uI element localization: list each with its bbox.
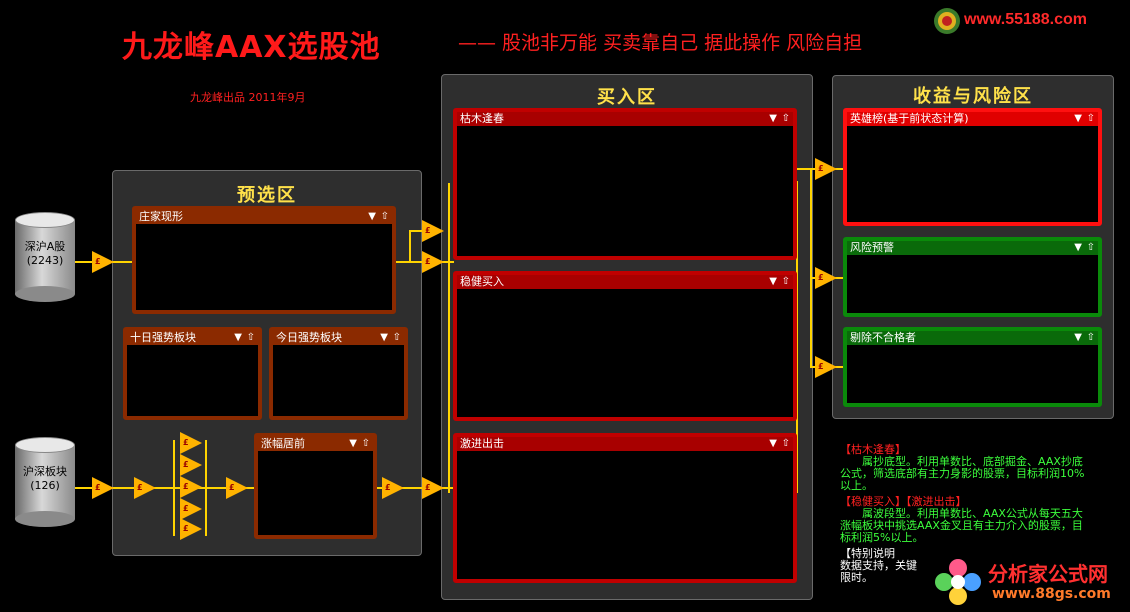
- filter-gate-icon: £: [422, 477, 444, 499]
- up-arrow-icon[interactable]: ⇧: [1086, 242, 1095, 253]
- site-logo-top[interactable]: www.55188.com: [930, 4, 1126, 38]
- connector-line: [448, 183, 450, 493]
- menu-icon[interactable]: ▼: [769, 438, 777, 449]
- panel-title: 十日强势板块: [127, 331, 258, 345]
- filter-gate-icon: £: [180, 454, 202, 476]
- filter-gate-icon: £: [180, 498, 202, 520]
- buy-zone-title: 买入区: [597, 87, 657, 108]
- source-a-shares-count: (2243): [26, 254, 64, 267]
- desc-tag-2: 【稳健买入】【激进出击】: [840, 495, 967, 508]
- connector-line: [376, 487, 454, 489]
- site-name-bottom: 分析家公式网: [988, 562, 1108, 586]
- filter-gate-icon: £: [134, 477, 156, 499]
- connector-line: [409, 230, 431, 232]
- panel-hero-board[interactable]: 英雄榜(基于前状态计算) ▼ ⇧: [843, 108, 1102, 226]
- menu-icon[interactable]: ▼: [1074, 242, 1082, 253]
- risk-zone-title: 收益与风险区: [913, 86, 1033, 107]
- desc-line: 涨幅板块中挑选AAX金叉且有主力介入的股票，目: [840, 519, 1083, 532]
- filter-gate-icon: £: [92, 477, 114, 499]
- panel-remove-unqualified[interactable]: 剔除不合格者 ▼ ⇧: [843, 327, 1102, 407]
- connector-line: [796, 181, 798, 493]
- menu-icon[interactable]: ▼: [1074, 113, 1082, 124]
- panel-title: 剔除不合格者: [847, 331, 1098, 345]
- panel-risk-warning[interactable]: 风险预警 ▼ ⇧: [843, 237, 1102, 317]
- source-sectors-count: (126): [30, 479, 60, 492]
- desc-line: 属抄底型。利用单数比、底部掘金、AAX抄底: [840, 455, 1083, 468]
- connector-line: [810, 168, 812, 368]
- panel-title: 激进出击: [457, 437, 793, 451]
- desc-line: 公式，筛选底部有主力身影的股票，目标利润10%: [840, 467, 1085, 480]
- source-sectors[interactable]: 沪深板块(126): [15, 437, 75, 529]
- filter-gate-icon: £: [226, 477, 248, 499]
- site-url-bottom[interactable]: www.88gs.com: [992, 586, 1111, 602]
- menu-icon[interactable]: ▼: [769, 276, 777, 287]
- panel-title: 英雄榜(基于前状态计算): [847, 112, 1098, 126]
- up-arrow-icon[interactable]: ⇧: [392, 332, 401, 343]
- preselect-zone-title: 预选区: [237, 185, 297, 206]
- up-arrow-icon[interactable]: ⇧: [1086, 113, 1095, 124]
- panel-title: 枯木逢春: [457, 112, 793, 126]
- page-title: 九龙峰AAX选股池: [122, 30, 381, 65]
- panel-title: 稳健买入: [457, 275, 793, 289]
- credit: 九龙峰出品 2011年9月: [190, 91, 306, 104]
- panel-steady-buy[interactable]: 稳健买入 ▼ ⇧: [453, 271, 797, 421]
- menu-icon[interactable]: ▼: [349, 438, 357, 449]
- up-arrow-icon[interactable]: ⇧: [781, 438, 790, 449]
- filter-gate-icon: £: [422, 220, 444, 242]
- site-url-top[interactable]: www.55188.com: [964, 11, 1088, 28]
- logo-swirl-icon: [934, 8, 960, 34]
- filter-gate-icon: £: [382, 477, 404, 499]
- source-a-shares[interactable]: 深沪A股(2243): [15, 212, 75, 304]
- menu-icon[interactable]: ▼: [380, 332, 388, 343]
- desc-line: 属波段型。利用单数比、AAX公式从每天五大: [840, 507, 1083, 520]
- filter-gate-icon: £: [92, 251, 114, 273]
- filter-gate-icon: £: [815, 267, 837, 289]
- panel-title: 风险预警: [847, 241, 1098, 255]
- panel-today-strong-sectors[interactable]: 今日强势板块 ▼ ⇧: [269, 327, 408, 420]
- connector-line: [205, 440, 207, 536]
- connector-line: [796, 168, 810, 170]
- panel-title: 庄家现形: [136, 210, 392, 224]
- special-note-title: 【特别说明: [840, 547, 895, 560]
- desc-line: 以上。: [840, 479, 873, 492]
- up-arrow-icon[interactable]: ⇧: [1086, 332, 1095, 343]
- filter-gate-icon: £: [815, 356, 837, 378]
- panel-dealer-revealed[interactable]: 庄家现形 ▼ ⇧: [132, 206, 396, 314]
- special-note-line: 限时。: [840, 571, 873, 584]
- connector-line: [75, 487, 255, 489]
- logo-flower-icon: [935, 559, 981, 605]
- filter-gate-icon: £: [422, 251, 444, 273]
- panel-ten-day-strong-sectors[interactable]: 十日强势板块 ▼ ⇧: [123, 327, 262, 420]
- strategy-descriptions: 【枯木逢春】 属抄底型。利用单数比、底部掘金、AAX抄底 公式，筛选底部有主力身…: [840, 444, 1084, 584]
- menu-icon[interactable]: ▼: [234, 332, 242, 343]
- desc-line: 标利润5%以上。: [840, 531, 924, 544]
- filter-gate-icon: £: [180, 518, 202, 540]
- panel-title: 涨幅居前: [258, 437, 373, 451]
- panel-title: 今日强势板块: [273, 331, 404, 345]
- connector-line: [409, 230, 411, 262]
- panel-top-gainers[interactable]: 涨幅居前 ▼ ⇧: [254, 433, 377, 539]
- up-arrow-icon[interactable]: ⇧: [781, 276, 790, 287]
- site-logo-bottom[interactable]: 分析家公式网 www.88gs.com: [932, 556, 1128, 610]
- filter-gate-icon: £: [180, 432, 202, 454]
- up-arrow-icon[interactable]: ⇧: [380, 211, 389, 222]
- menu-icon[interactable]: ▼: [769, 113, 777, 124]
- up-arrow-icon[interactable]: ⇧: [246, 332, 255, 343]
- menu-icon[interactable]: ▼: [1074, 332, 1082, 343]
- up-arrow-icon[interactable]: ⇧: [781, 113, 790, 124]
- desc-tag-1: 【枯木逢春】: [840, 443, 906, 456]
- panel-dead-wood-spring[interactable]: 枯木逢春 ▼ ⇧: [453, 108, 797, 260]
- special-note-line: 数据支持，关键: [840, 559, 917, 572]
- slogan: —— 股池非万能 买卖靠自己 据此操作 风险自担: [458, 32, 863, 54]
- filter-gate-icon: £: [815, 158, 837, 180]
- connector-line: [173, 440, 175, 536]
- panel-aggressive-attack[interactable]: 激进出击 ▼ ⇧: [453, 433, 797, 583]
- up-arrow-icon[interactable]: ⇧: [361, 438, 370, 449]
- source-sectors-label: 沪深板块: [23, 465, 67, 478]
- menu-icon[interactable]: ▼: [368, 211, 376, 222]
- filter-gate-icon: £: [180, 476, 202, 498]
- source-a-shares-label: 深沪A股: [24, 240, 66, 253]
